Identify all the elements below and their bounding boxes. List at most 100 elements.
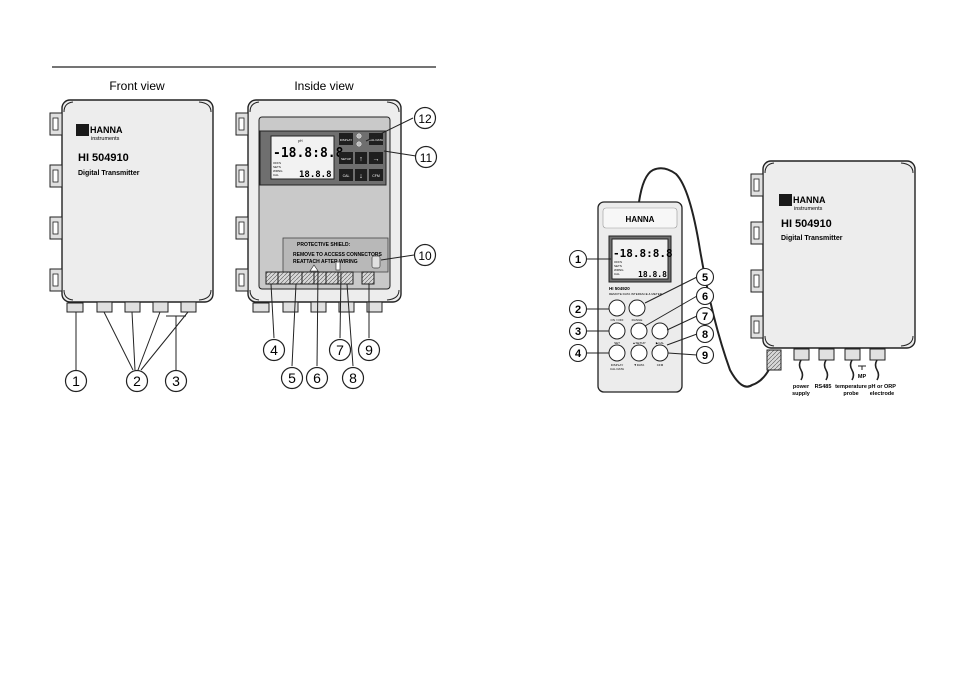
remote-callout-8-label: 8 [702,329,708,341]
right-model: HI 504910 [781,218,832,230]
callout-2-label: 2 [133,373,141,389]
remote-callout-7: 7 [695,306,715,326]
key-cfm-label: CFM [372,174,380,178]
conn-power-1: power [793,384,810,390]
remote-btn-onoff[interactable] [608,299,626,317]
callout-1-label: 1 [72,373,80,389]
front-model: HI 504910 [78,152,129,164]
callout-5-label: 5 [288,370,296,386]
remote-callout-3: 3 [568,321,588,341]
lcd-small-digits: 18.8.8 [299,170,332,180]
key-setup[interactable] [339,152,353,164]
front-view-title: Front view [109,79,165,93]
conn-temp-1: temperature [835,384,867,390]
shield-line2: REATTACH AFTER WIRING [293,259,358,265]
callout-10: 10 [413,243,437,267]
brand-sub: instruments [91,136,120,142]
callout-5: 5 [280,366,304,390]
remote-callout-2-label: 2 [575,304,581,316]
ann-offs: OFFS [273,161,281,165]
key-right-label: → [373,156,380,163]
conn-mp: MP [858,374,867,380]
callout-7-label: 7 [336,342,344,358]
remote-btn-display[interactable] [608,344,626,362]
callouts-right: 1 2 3 4 5 6 7 8 9 [568,249,715,365]
key-setup-label: SETUP [341,157,351,161]
inside-callout-lines [270,117,417,367]
key-cal-data[interactable] [369,133,383,145]
remote-callout-1-label: 1 [575,254,581,266]
callout-6: 6 [305,366,329,390]
callout-4-label: 4 [270,342,278,358]
callouts-left: 1 2 3 4 5 6 7 8 9 10 11 12 [64,106,438,393]
remote-callout-3-label: 3 [575,326,581,338]
remote-callout-8: 8 [695,324,715,344]
remote-brand: HANNA [626,215,655,224]
key-cal-data-label: CAL DATA [369,138,383,142]
key-display-label: DISPLAY [340,138,352,142]
remote-lcd-small: 18.8.8 [638,270,667,279]
remote-model-sub: REMOTE DATA INTERFACE & METER [609,292,663,296]
callout-9-label: 9 [365,342,373,358]
conn-ph-1: pH or ORP [868,384,896,390]
remote-btn-cfm[interactable] [651,344,669,362]
conn-power-2: supply [792,391,811,397]
remote-callout-7-label: 7 [702,311,708,323]
front-view-enclosure [49,99,214,313]
terminal-block [265,261,375,285]
led-1 [356,133,362,139]
right-logo: HANNA instruments [779,194,826,212]
remote-data-label: ▼DATA [634,363,645,367]
remote-callout-5-label: 5 [702,272,708,284]
ann-wrng: WRNG [273,169,283,173]
callout-4: 4 [262,338,286,362]
key-display[interactable] [339,133,353,145]
remote-cal-label: ▶CAL [656,341,664,345]
remote-callout-4: 4 [568,343,588,363]
remote-callout-4-label: 4 [575,348,582,360]
callout-12: 12 [413,106,437,130]
callout-6-label: 6 [313,370,321,386]
right-brand: HANNA [793,195,826,205]
key-right[interactable] [369,152,383,164]
remote-btn-set[interactable] [608,322,626,340]
callout-1: 1 [64,369,88,393]
remote-display-label: DISPLAY [611,363,623,367]
remote-btn-range[interactable] [628,299,646,317]
key-cfm[interactable] [369,169,383,181]
remote-btn-setup[interactable] [630,322,648,340]
remote-btn-cal[interactable] [651,322,669,340]
remote-callout-6-label: 6 [702,291,708,303]
key-down-label: ↓ [359,173,363,180]
key-up-label: ↑ [359,156,363,163]
callout-8-label: 8 [349,370,357,386]
key-cal[interactable] [339,169,353,181]
remote-ann-cal: CAL [614,272,620,276]
front-logo: HANNA instruments [76,124,123,142]
conn-rs485: RS485 [815,384,832,390]
right-subtitle: Digital Transmitter [781,235,843,242]
key-down[interactable] [355,169,367,181]
callout-8: 8 [341,366,365,390]
shield-title: PROTECTIVE SHIELD: [297,242,351,248]
key-up[interactable] [355,152,367,164]
remote-btn-data[interactable] [630,344,648,362]
ann-top: pH [298,139,303,143]
inside-display-module: pH -18.8:8.8 OFFS SETS WRNG CAL 18.8.8 D… [259,130,387,186]
right-transmitter-enclosure [750,160,916,371]
inside-view-title: Inside view [294,79,354,93]
remote-onoff-label: ON / OFF [611,318,624,322]
callout-2: 2 [125,369,149,393]
remote-meter: HANNA -18.8:8.8 OFFS SETS WRNG CAL 18.8.… [597,201,683,393]
remote-ann-wrng: WRNG [614,268,624,272]
remote-lcd-main: -18.8:8.8 [613,247,673,260]
right-brand-sub: instruments [794,206,823,212]
remote-ann-sets: SETS [614,264,622,268]
remote-ann-offs: OFFS [614,260,622,264]
remote-set-label: SET [614,341,620,345]
shield-line1: REMOVE TO ACCESS CONNECTORS [293,252,382,258]
conn-temp-2: probe [843,391,858,397]
protective-shield: PROTECTIVE SHIELD: REMOVE TO ACCESS CONN… [282,237,389,273]
key-cal-label: CAL [343,174,350,178]
